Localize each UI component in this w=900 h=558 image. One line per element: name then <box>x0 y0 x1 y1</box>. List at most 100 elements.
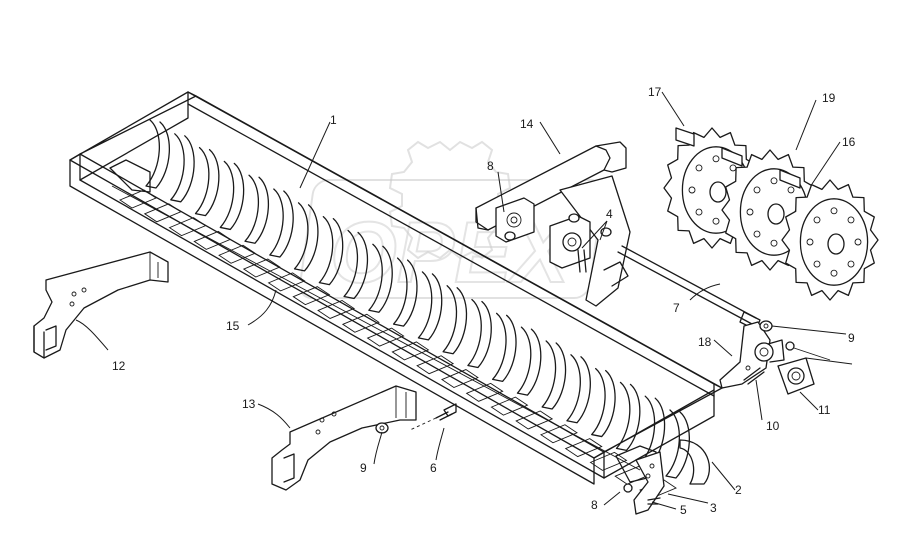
tine-slot <box>490 396 529 416</box>
tine-slot <box>540 424 578 444</box>
disc-hole <box>847 216 855 224</box>
tine <box>392 257 418 327</box>
tine-slot <box>317 299 356 319</box>
callout-15: 15 <box>226 319 240 333</box>
tine-slot <box>119 189 157 209</box>
tine-slot <box>168 217 207 237</box>
bearing-flange <box>495 197 612 273</box>
tine <box>442 285 468 355</box>
spacer-17 <box>675 127 695 147</box>
tine <box>269 188 294 258</box>
callout-7: 7 <box>673 301 680 315</box>
tine-slot <box>416 355 455 375</box>
callout-4: 4 <box>606 207 613 221</box>
tine-slot <box>143 203 182 223</box>
tine <box>170 133 195 203</box>
disc-hole <box>854 238 862 246</box>
callout-2: 2 <box>735 483 742 497</box>
disc-hub <box>827 233 845 255</box>
tine <box>467 298 492 369</box>
leader-lines <box>75 91 847 510</box>
tine-slot <box>267 272 306 292</box>
disc-hole <box>712 155 720 163</box>
disc-hole <box>695 208 703 216</box>
tine-slot <box>391 341 430 361</box>
tine <box>219 160 245 231</box>
disc-spacer <box>721 147 743 167</box>
tine <box>516 326 542 396</box>
tine-slot <box>218 244 256 264</box>
callout-18: 18 <box>698 335 712 349</box>
tine-slot <box>193 230 232 250</box>
tine-slot <box>341 313 380 333</box>
tine <box>566 354 591 424</box>
side-arm-left <box>33 251 169 359</box>
tine <box>343 229 369 300</box>
disc-hole <box>830 207 838 215</box>
pin-10 <box>743 367 765 385</box>
tine-slot <box>366 327 405 347</box>
callout-8a: 8 <box>487 159 494 173</box>
disc-hole <box>753 230 761 238</box>
callout-3: 3 <box>710 501 717 515</box>
shaft <box>617 245 761 331</box>
tine <box>293 202 319 272</box>
tine <box>417 271 443 341</box>
tine <box>318 216 344 286</box>
callout-6: 6 <box>430 461 437 475</box>
disc-hole <box>712 217 720 225</box>
tine <box>145 119 171 189</box>
scraper-bracket <box>623 439 710 515</box>
callouts: 1 2 3 4 5 6 7 8 8 9 9 10 11 12 13 14 15 … <box>112 85 856 517</box>
tine <box>194 146 220 217</box>
tine-slot <box>242 258 281 278</box>
bolt-6 <box>409 403 457 431</box>
disc-hole <box>746 208 754 216</box>
disc-hole <box>813 216 821 224</box>
disc-hole <box>688 186 696 194</box>
callout-16: 16 <box>842 135 856 149</box>
axle-bracket <box>719 321 785 389</box>
tine-slot <box>465 382 504 402</box>
spiked-discs <box>663 127 879 301</box>
callout-9b: 9 <box>848 331 855 345</box>
callout-19: 19 <box>822 91 836 105</box>
callout-1: 1 <box>330 113 337 127</box>
callout-8b: 8 <box>591 498 598 512</box>
callout-13: 13 <box>242 397 256 411</box>
disc-hole <box>695 164 703 172</box>
callout-10: 10 <box>766 419 780 433</box>
disc-spacer <box>779 169 801 189</box>
disc-hole <box>847 260 855 268</box>
tine-slot <box>515 410 554 430</box>
callout-5: 5 <box>680 503 687 517</box>
disc-hole <box>753 186 761 194</box>
tine-slot <box>440 369 479 389</box>
tines <box>119 119 691 499</box>
disc-hub <box>767 203 785 225</box>
disc-hole <box>787 186 795 194</box>
watermark-text: OPEX <box>330 205 574 301</box>
callout-11: 11 <box>818 403 831 417</box>
disc-hole <box>813 260 821 268</box>
nut-9-upper <box>759 320 773 332</box>
nut-9-lower <box>375 422 389 434</box>
side-arm-lower <box>271 385 417 491</box>
tine-slot <box>589 451 628 471</box>
callout-9a: 9 <box>360 461 367 475</box>
tine <box>368 243 393 313</box>
tine-slot <box>564 438 603 458</box>
callout-14: 14 <box>520 117 534 131</box>
tine <box>541 340 567 410</box>
disc-rim <box>799 198 869 286</box>
tine-slot <box>292 286 331 306</box>
tine <box>665 409 691 479</box>
disc-hub <box>709 181 727 203</box>
callout-17: 17 <box>648 85 662 99</box>
tine <box>244 174 270 244</box>
tine <box>615 381 641 452</box>
disc-hole <box>770 177 778 185</box>
disc-hole <box>806 238 814 246</box>
disc-hole <box>830 269 838 277</box>
